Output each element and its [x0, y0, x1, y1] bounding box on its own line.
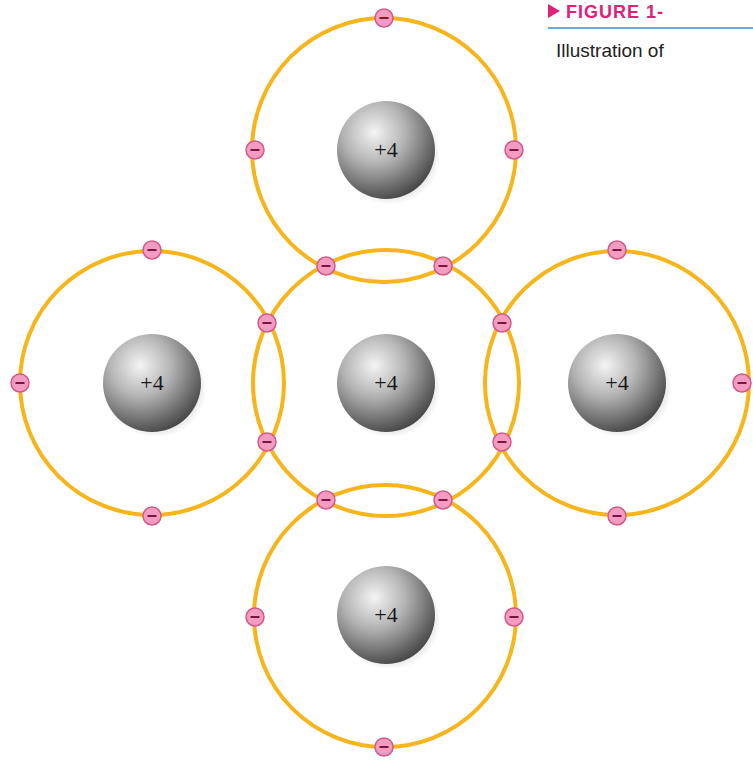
orbit-ring — [20, 251, 284, 515]
electron — [143, 241, 161, 259]
electron — [258, 433, 276, 451]
header-rule — [548, 27, 753, 29]
orbit-ring — [485, 251, 749, 515]
orbit-ring — [252, 18, 516, 282]
electron — [434, 257, 452, 275]
charge-label: +4 — [333, 330, 439, 436]
charge-label: +4 — [99, 330, 205, 436]
electron — [493, 433, 511, 451]
electron — [493, 314, 511, 332]
orbit-ring — [254, 485, 516, 747]
nucleus-sphere: +4 — [333, 562, 439, 668]
electron — [375, 738, 393, 756]
figure-caption: Illustration of — [556, 40, 664, 62]
nucleus-sphere: +4 — [333, 330, 439, 436]
nucleus-sphere: +4 — [99, 330, 205, 436]
electron — [317, 491, 335, 509]
electron — [246, 141, 264, 159]
electron — [608, 241, 626, 259]
charge-label: +4 — [564, 330, 670, 436]
electron — [505, 141, 523, 159]
nucleus-sphere: +4 — [333, 97, 439, 203]
electron — [733, 374, 751, 392]
charge-label: +4 — [333, 562, 439, 668]
electron — [258, 314, 276, 332]
electron — [608, 507, 626, 525]
electron — [434, 491, 452, 509]
header-triangle — [548, 4, 560, 18]
electron — [375, 9, 393, 27]
nucleus-sphere: +4 — [564, 330, 670, 436]
electron — [246, 608, 264, 626]
electron — [317, 257, 335, 275]
electron — [505, 608, 523, 626]
electron — [11, 374, 29, 392]
figure-number: FIGURE 1- — [566, 2, 664, 23]
charge-label: +4 — [333, 97, 439, 203]
orbit-ring — [253, 250, 519, 516]
electron — [143, 507, 161, 525]
